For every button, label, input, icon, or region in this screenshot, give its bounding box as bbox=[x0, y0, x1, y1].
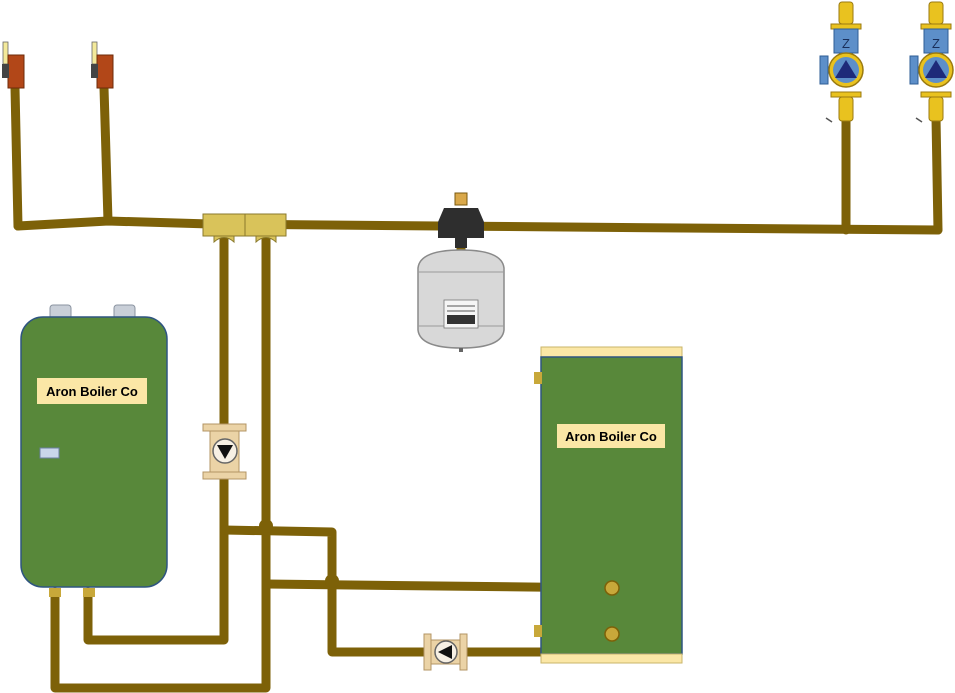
zone-valve-2-riser bbox=[931, 113, 943, 235]
tank-label: Aron Boiler Co bbox=[557, 424, 665, 448]
circulator-pump-2 bbox=[423, 633, 468, 671]
expansion-tank-body bbox=[417, 249, 505, 349]
tank-side-port-lower bbox=[534, 625, 542, 637]
boiler-port-left bbox=[49, 588, 61, 597]
tank-body bbox=[540, 356, 683, 655]
expansion-tank bbox=[417, 192, 505, 352]
tank-side-port-upper bbox=[534, 372, 542, 384]
indirect-water-tank bbox=[534, 346, 683, 664]
zone-valve-2: Z bbox=[909, 1, 954, 123]
boiler-port-right bbox=[83, 588, 95, 597]
faucet-2 bbox=[91, 41, 114, 89]
tank-bottom-cap bbox=[540, 653, 683, 664]
supply-tee-fittings bbox=[202, 213, 287, 244]
boiler-label: Aron Boiler Co bbox=[37, 378, 147, 404]
boiler-gauge bbox=[39, 447, 60, 459]
zone-valve-1: Z bbox=[819, 1, 864, 123]
circulator-pump-1 bbox=[202, 423, 247, 480]
tee-fitting-right bbox=[244, 213, 287, 237]
faucet-1-riser bbox=[10, 83, 23, 231]
boiler bbox=[20, 304, 168, 597]
boiler-return-pipe bbox=[50, 233, 271, 693]
air-vent bbox=[454, 192, 468, 206]
tank-coil-port-lower bbox=[604, 626, 620, 642]
tank-coil-port-upper bbox=[604, 580, 620, 596]
junction-dot bbox=[325, 574, 339, 588]
faucet-1 bbox=[2, 41, 25, 89]
faucet-2-riser bbox=[99, 83, 113, 226]
svg-text:Z: Z bbox=[932, 36, 940, 51]
air-separator bbox=[438, 208, 484, 238]
tank-top-cap bbox=[540, 346, 683, 358]
svg-text:Z: Z bbox=[842, 36, 850, 51]
pipe-junctions bbox=[259, 519, 339, 588]
tee-fitting-left bbox=[202, 213, 247, 237]
junction-dot bbox=[259, 519, 273, 533]
